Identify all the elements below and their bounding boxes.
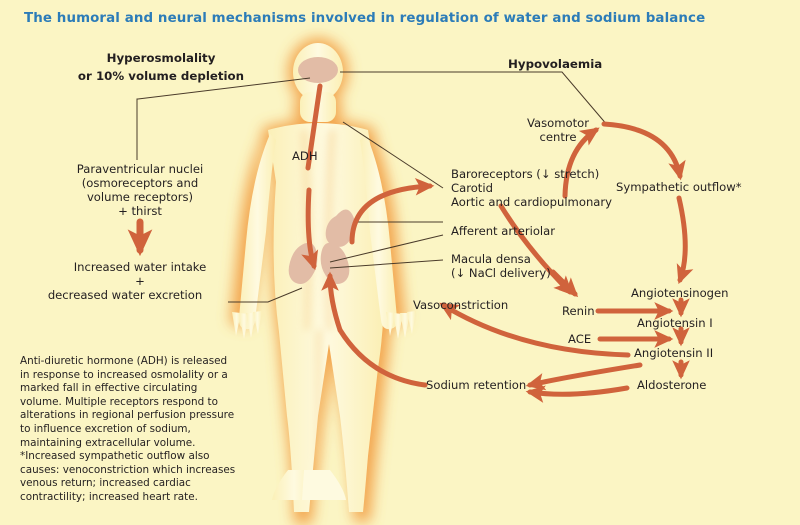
label-renin: Renin xyxy=(562,304,595,318)
label-plus-sign: + xyxy=(135,274,145,288)
arrow-adh-lower xyxy=(301,187,319,271)
arrow-sodium-to-kidney-a xyxy=(337,327,428,388)
arrow-sodium-to-kidney-b xyxy=(321,271,343,333)
arrow-sympathetic-to-angiotensinogen xyxy=(676,195,694,285)
label-adh: ADH xyxy=(292,149,318,163)
arrow-to-vasomotor xyxy=(562,127,600,199)
label-angiotensin-i: Angiotensin I xyxy=(637,316,713,330)
label-paraventricular-line1: Paraventricular nuclei xyxy=(76,162,204,176)
page-title: The humoral and neural mechanisms involv… xyxy=(24,11,706,26)
label-hypovolaemia: Hypovolaemia xyxy=(508,57,603,71)
label-vasomotor-line2: centre xyxy=(539,130,577,144)
arrow-angII-to-sodium xyxy=(525,362,643,391)
label-aortic-cardiopulmonary: Aortic and cardiopulmonary xyxy=(451,195,613,209)
label-carotid: Carotid xyxy=(451,181,493,195)
label-sympathetic-outflow: Sympathetic outflow* xyxy=(616,180,742,194)
label-paraventricular-line2: (osmoreceptors and xyxy=(81,176,199,190)
label-vasoconstriction: Vasoconstriction xyxy=(413,298,509,312)
label-vasomotor-line1: Vasomotor xyxy=(526,116,590,130)
label-ace: ACE xyxy=(568,332,592,346)
caption-text: Anti-diuretic hormone (ADH) is released … xyxy=(20,355,236,503)
arrow-vasomotor-to-sympathetic xyxy=(601,121,686,181)
label-increased-water-intake: Increased water intake xyxy=(73,260,207,274)
arrow-angII-to-vasoconstriction xyxy=(439,302,631,358)
label-paraventricular-line4: + thirst xyxy=(118,204,162,218)
label-macula-densa-line2: (↓ NaCl delivery) xyxy=(451,266,551,280)
leader-lines xyxy=(136,71,609,303)
label-decreased-water-excretion: decreased water excretion xyxy=(47,288,203,302)
label-angiotensin-ii: Angiotensin II xyxy=(634,346,714,360)
human-figure xyxy=(232,43,416,512)
arrow-baroreceptor xyxy=(349,177,435,245)
label-hyperosmolality-line2: or 10% volume depletion xyxy=(77,69,245,83)
brain-hypothalamus-icon xyxy=(298,57,338,83)
label-hyperosmolality-line1: Hyperosmolality xyxy=(106,51,216,65)
label-afferent-arteriolar: Afferent arteriolar xyxy=(451,224,555,238)
label-macula-densa-line1: Macula densa xyxy=(451,252,531,266)
arrow-aldosterone-to-sodium xyxy=(525,385,630,403)
label-aldosterone: Aldosterone xyxy=(637,378,707,392)
flow-arrows xyxy=(127,83,694,403)
label-sodium-retention: Sodium retention xyxy=(426,378,527,392)
stomach-icon xyxy=(325,209,355,247)
arrow-adh-upper xyxy=(305,83,323,171)
arrow-sympathetic-to-renin xyxy=(550,269,579,298)
label-angiotensinogen: Angiotensinogen xyxy=(631,286,729,300)
label-paraventricular-line3: volume receptors) xyxy=(86,190,194,204)
label-baroreceptors: Baroreceptors (↓ stretch) xyxy=(451,167,600,181)
